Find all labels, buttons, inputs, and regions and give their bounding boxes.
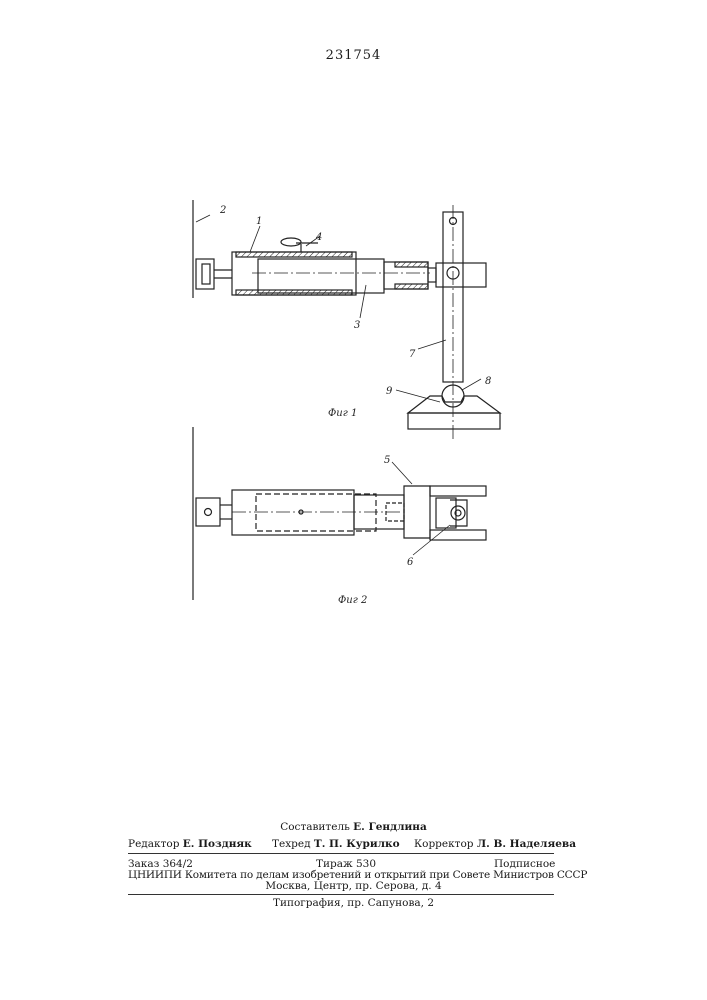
label-part-4: 4: [315, 232, 322, 243]
footer-rule-top: [128, 853, 554, 854]
label-part-8: 8: [485, 376, 491, 387]
base-plate: [408, 396, 500, 413]
label-part-6: 6: [407, 557, 414, 568]
footer-rule-bottom: [128, 894, 554, 895]
corrector-line: Корректор Л. В. Наделяева: [414, 838, 576, 850]
compiler-label: Составитель: [280, 821, 350, 833]
editor-name: Е. Поздняк: [183, 838, 252, 850]
figure-2: [193, 427, 486, 600]
techred-line: Техред Т. П. Курилко: [272, 838, 400, 850]
printer: Типография, пр. Сапунова, 2: [0, 897, 707, 909]
fork-clamp: [404, 486, 430, 538]
label-part-5: 5: [384, 455, 390, 466]
address: Москва, Центр, пр. Серова, д. 4: [0, 880, 707, 892]
label-part-3: 3: [354, 320, 360, 331]
compiler-line: Составитель Е. Гендлина: [0, 821, 707, 833]
clamp-screw: [451, 506, 465, 520]
corrector-label: Корректор: [414, 838, 474, 850]
label-part-9: 9: [386, 386, 393, 397]
label-part-7: 7: [409, 349, 416, 360]
corrector-name: Л. В. Наделяева: [477, 838, 576, 850]
outer-tube-fig2: [232, 490, 354, 535]
techred-label: Техред: [272, 838, 311, 850]
figure-1-caption: Фиг 1: [328, 408, 357, 419]
techred-name: Т. П. Курилко: [314, 838, 400, 850]
label-part-2: 2: [219, 205, 226, 216]
compiler-name: Е. Гендлина: [353, 821, 427, 833]
editor-label: Редактор: [128, 838, 179, 850]
technical-drawing: 2 1 4 3 7 8 9 5 6 Фиг 1 Фиг 2: [0, 0, 707, 700]
editor-line: Редактор Е. Поздняк: [128, 838, 252, 850]
figure-2-caption: Фиг 2: [338, 595, 367, 606]
figure-1: [193, 200, 500, 440]
label-part-1: 1: [256, 216, 262, 227]
